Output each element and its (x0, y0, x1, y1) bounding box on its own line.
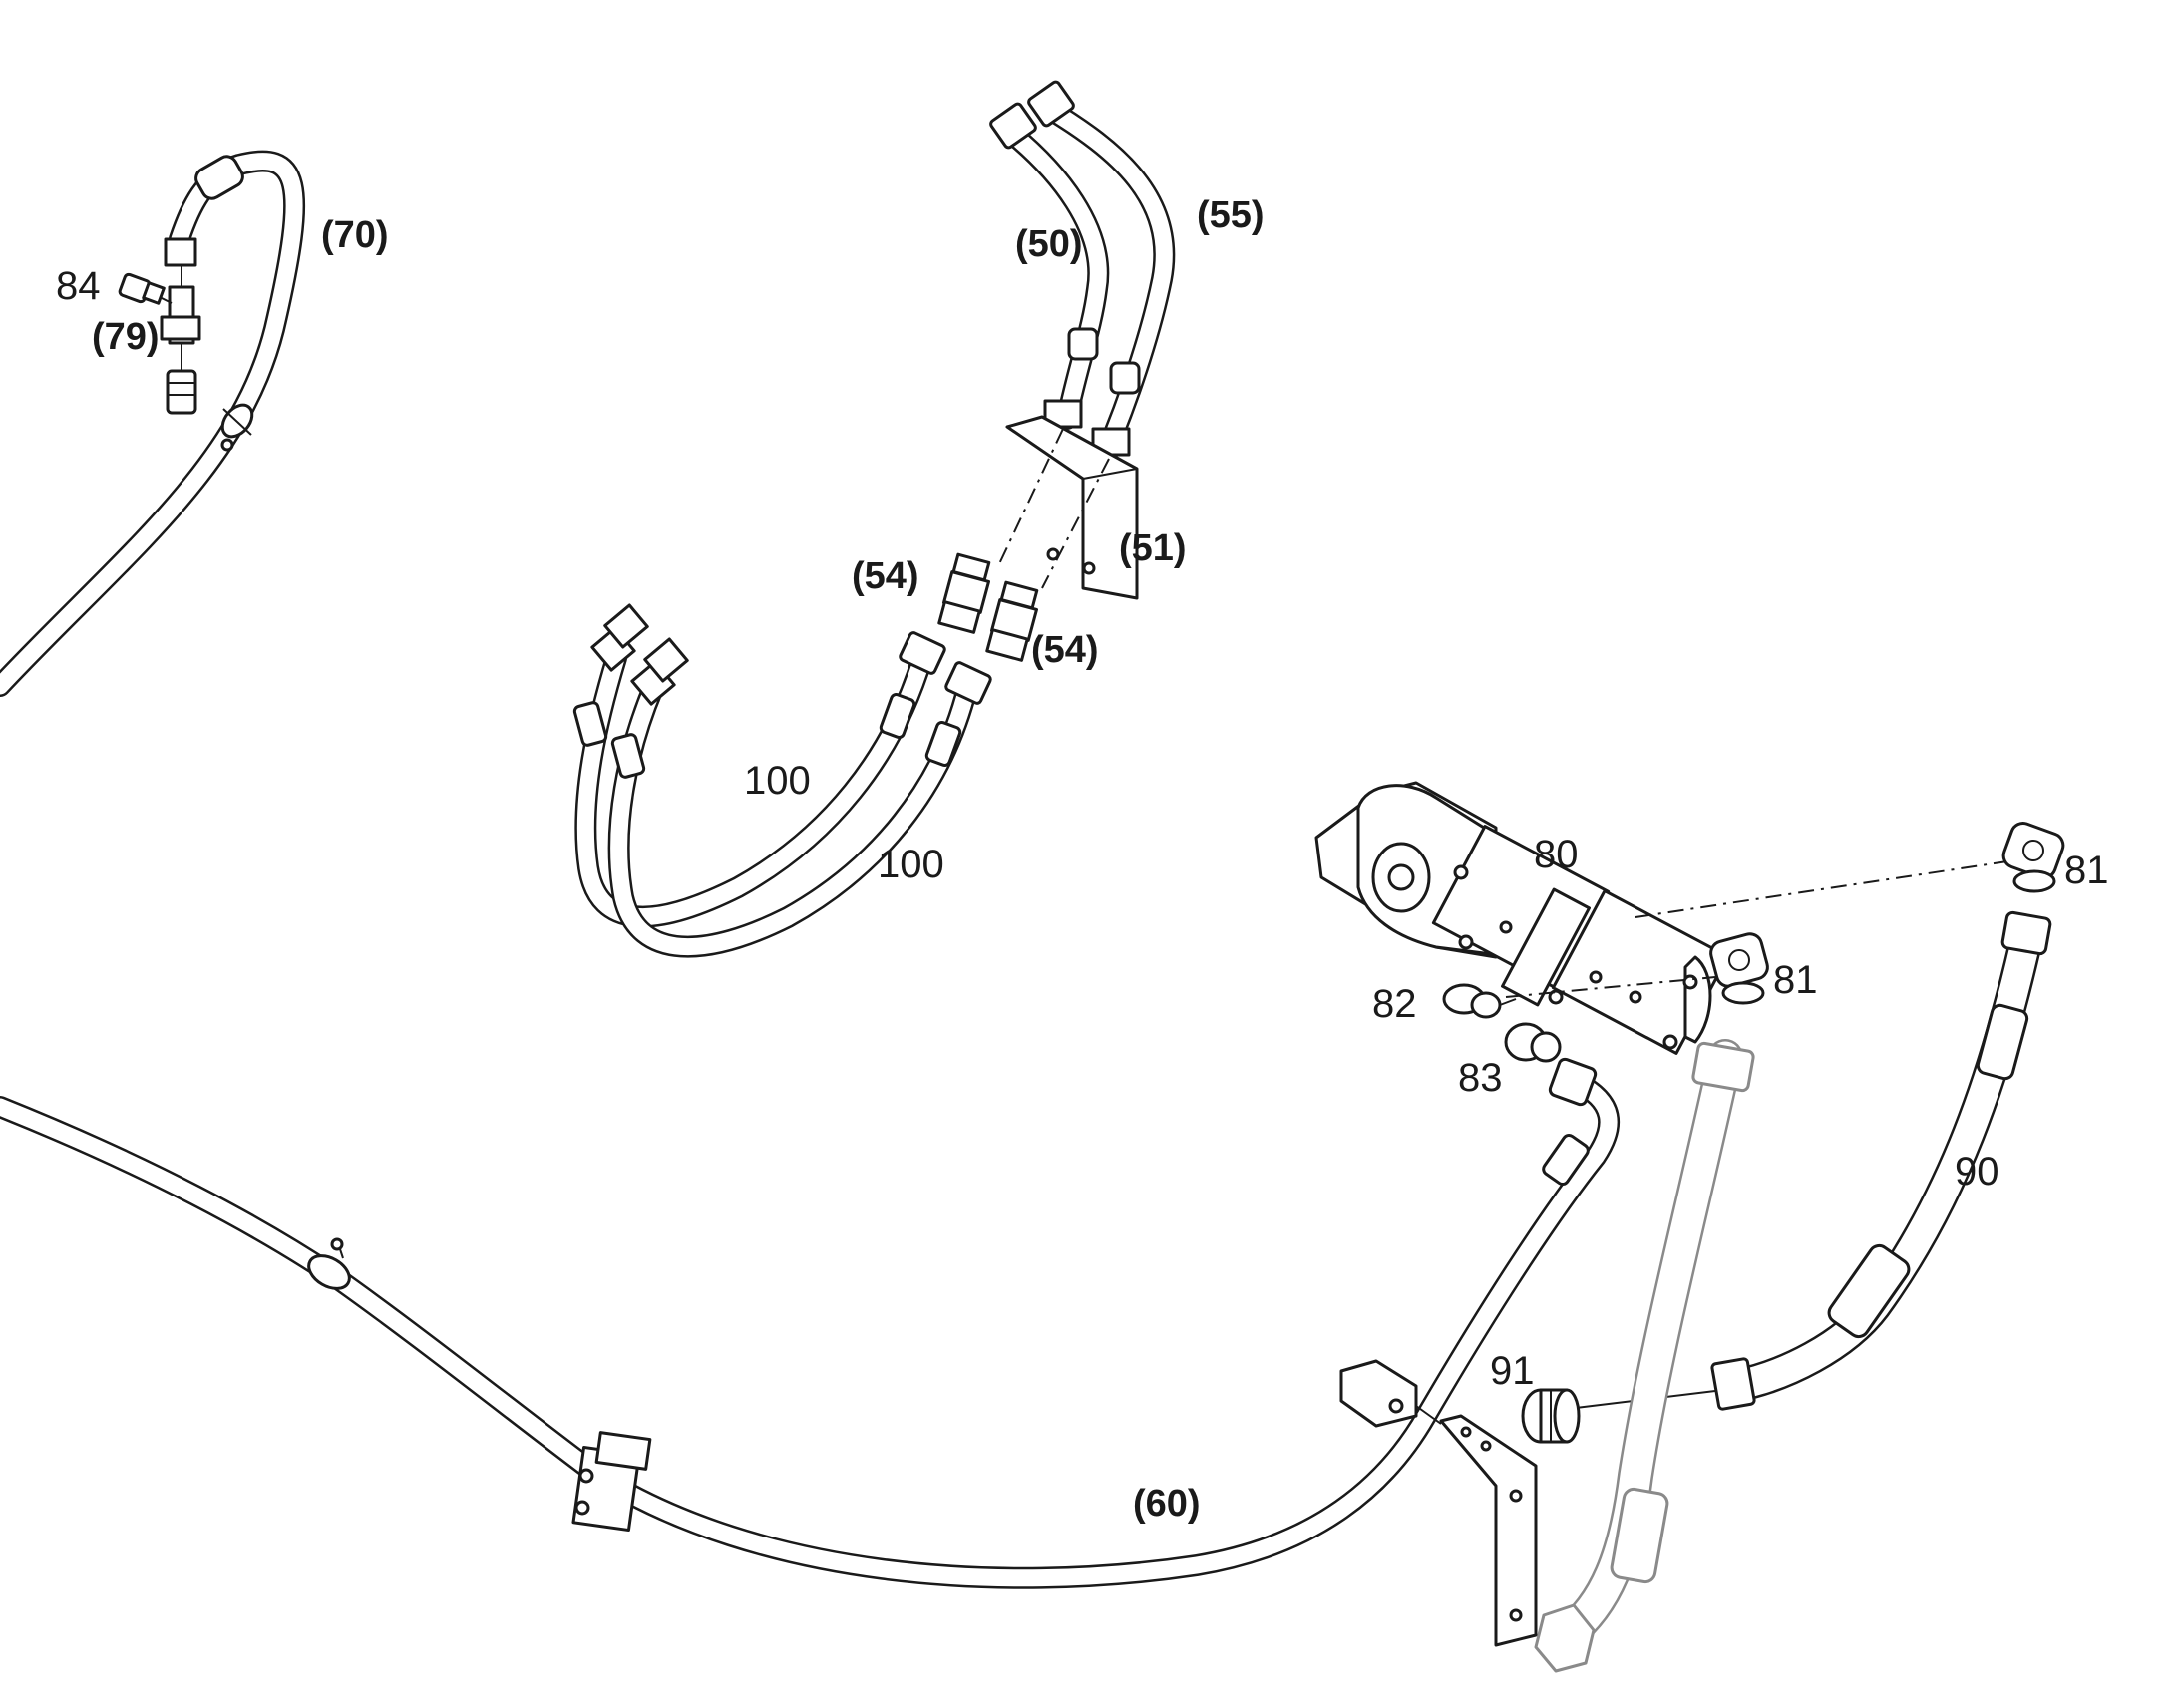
hose-sleeve (194, 155, 244, 200)
hose-ferrule (1067, 327, 1099, 361)
label-100-upper: 100 (744, 759, 811, 803)
hose-nut (164, 237, 197, 267)
pipe-block-clamp (571, 1431, 652, 1533)
assembly-line (1505, 976, 1716, 998)
label-80: 80 (1534, 833, 1579, 876)
bracket-51 (1005, 415, 1139, 600)
label-90: 90 (1955, 1150, 1999, 1194)
label-55: (55) (1197, 194, 1265, 236)
hose-clamp (220, 403, 254, 452)
adapter-54-right (985, 580, 1039, 662)
hose-elbow-nut (603, 603, 649, 649)
fitting-82 (1442, 983, 1517, 1019)
hose-55 (1027, 80, 1176, 457)
hose-90 (1710, 910, 2052, 1411)
label-54-right: (54) (1031, 629, 1099, 671)
hose-end-nut (1027, 80, 1075, 128)
label-91: 91 (1490, 1349, 1535, 1393)
pipe-ferrule (1542, 1133, 1590, 1187)
label-81-upper: 81 (2064, 849, 2109, 892)
hydraulic-pump-80 (1314, 781, 1730, 1055)
label-60: (60) (1133, 1483, 1201, 1525)
hose-100-front (574, 603, 946, 928)
label-70: (70) (321, 214, 389, 256)
label-79: (79) (92, 316, 160, 358)
label-84: 84 (56, 264, 101, 308)
hose-end-nut (989, 102, 1037, 150)
hose-assembly-70 (0, 150, 306, 697)
label-81-lower: 81 (1773, 958, 1818, 1002)
adapter-54-left (937, 552, 991, 634)
assembly-line (996, 428, 1064, 569)
hose-ferrule (1827, 1243, 1911, 1339)
assembly-line (1635, 856, 2035, 918)
hose-nut (1710, 1357, 1756, 1411)
hose-end-nut (2000, 910, 2052, 956)
hose-100-ferrules (572, 693, 962, 779)
flange-81-lower (1709, 932, 1769, 1005)
label-51: (51) (1119, 527, 1187, 569)
hose-ferrule (1976, 1003, 2029, 1081)
assembly-line (1041, 458, 1110, 589)
flange-81-upper (2001, 822, 2065, 893)
label-50: (50) (1015, 223, 1083, 265)
label-100-lower: 100 (878, 843, 944, 886)
pipe-60 (0, 1057, 1620, 1589)
hose-end-nut (899, 631, 946, 675)
ghost-suction-hose (1534, 1039, 1755, 1673)
hose-elbow-nut (643, 637, 689, 683)
hose-100-back (607, 637, 992, 958)
label-83: 83 (1458, 1056, 1503, 1100)
label-82: 82 (1372, 982, 1417, 1026)
adapter-fitting (166, 369, 197, 415)
hose-50 (989, 102, 1110, 430)
tee-fitting-79 (160, 265, 201, 415)
fitting-91 (1521, 1388, 1581, 1444)
label-54-left: (54) (852, 555, 919, 597)
hose-end-nut (944, 661, 992, 705)
pipe-clamp-upper (307, 1237, 351, 1290)
support-bracket (1339, 1359, 1538, 1647)
hose-ferrule (1109, 361, 1141, 395)
pipe-nut (1548, 1057, 1598, 1107)
nut-83 (1504, 1022, 1562, 1063)
pressure-switch-84 (118, 272, 173, 305)
